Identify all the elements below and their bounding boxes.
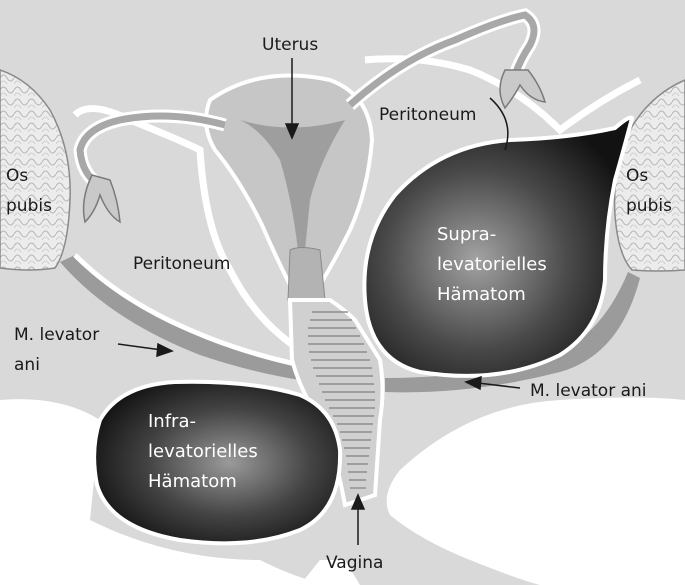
fimbriae-left <box>82 174 121 224</box>
peritoneum-left-label: Peritoneum <box>133 254 230 274</box>
fimbriae-right <box>499 69 547 110</box>
os-pubis-left-label-line2: pubis <box>6 196 52 216</box>
perineum-cutout <box>0 399 340 585</box>
fallopian-tube-right-core <box>347 11 538 108</box>
levator-right-label: M. levator ani <box>530 381 647 401</box>
vagina-label: Vagina <box>326 553 383 573</box>
infra-hematoma-label-line1: Infra- <box>148 411 196 432</box>
supra-hematoma-label-line3: Hämatom <box>437 284 526 305</box>
os-pubis-right-label-line2: pubis <box>626 196 672 216</box>
levator-muscle-left-outline <box>73 253 301 368</box>
infralevator-hematoma <box>92 379 343 546</box>
supra-hematoma-label-line1: Supra- <box>437 224 496 245</box>
os-pubis-right-label-line1: Os <box>626 166 648 186</box>
levator-left-label-line2: ani <box>14 355 40 375</box>
leader-lines <box>117 58 521 545</box>
infra-hematoma-label-line2: levatorielles <box>148 441 258 462</box>
supralevator-hematoma <box>362 115 635 378</box>
uterus-label: Uterus <box>262 35 318 55</box>
uterine-cavity <box>240 120 345 250</box>
os-pubis-left-bone <box>0 69 71 271</box>
cervix <box>287 247 326 301</box>
supra-hematoma-label-line2: levatorielles <box>437 254 547 275</box>
vaginal-rugae <box>308 311 375 489</box>
os-pubis-left-label-line1: Os <box>6 166 28 186</box>
levator-muscle-left <box>60 255 300 380</box>
perineum-cutout-right <box>386 397 685 585</box>
os-pubis-right-bone <box>613 79 685 272</box>
levator-left-label-line1: M. levator <box>14 325 99 345</box>
fallopian-tube-left-core <box>76 112 226 189</box>
peritoneum-right-label: Peritoneum <box>379 105 476 125</box>
levator-muscle-right <box>385 272 640 393</box>
infra-hematoma-label-line3: Hämatom <box>148 471 237 492</box>
